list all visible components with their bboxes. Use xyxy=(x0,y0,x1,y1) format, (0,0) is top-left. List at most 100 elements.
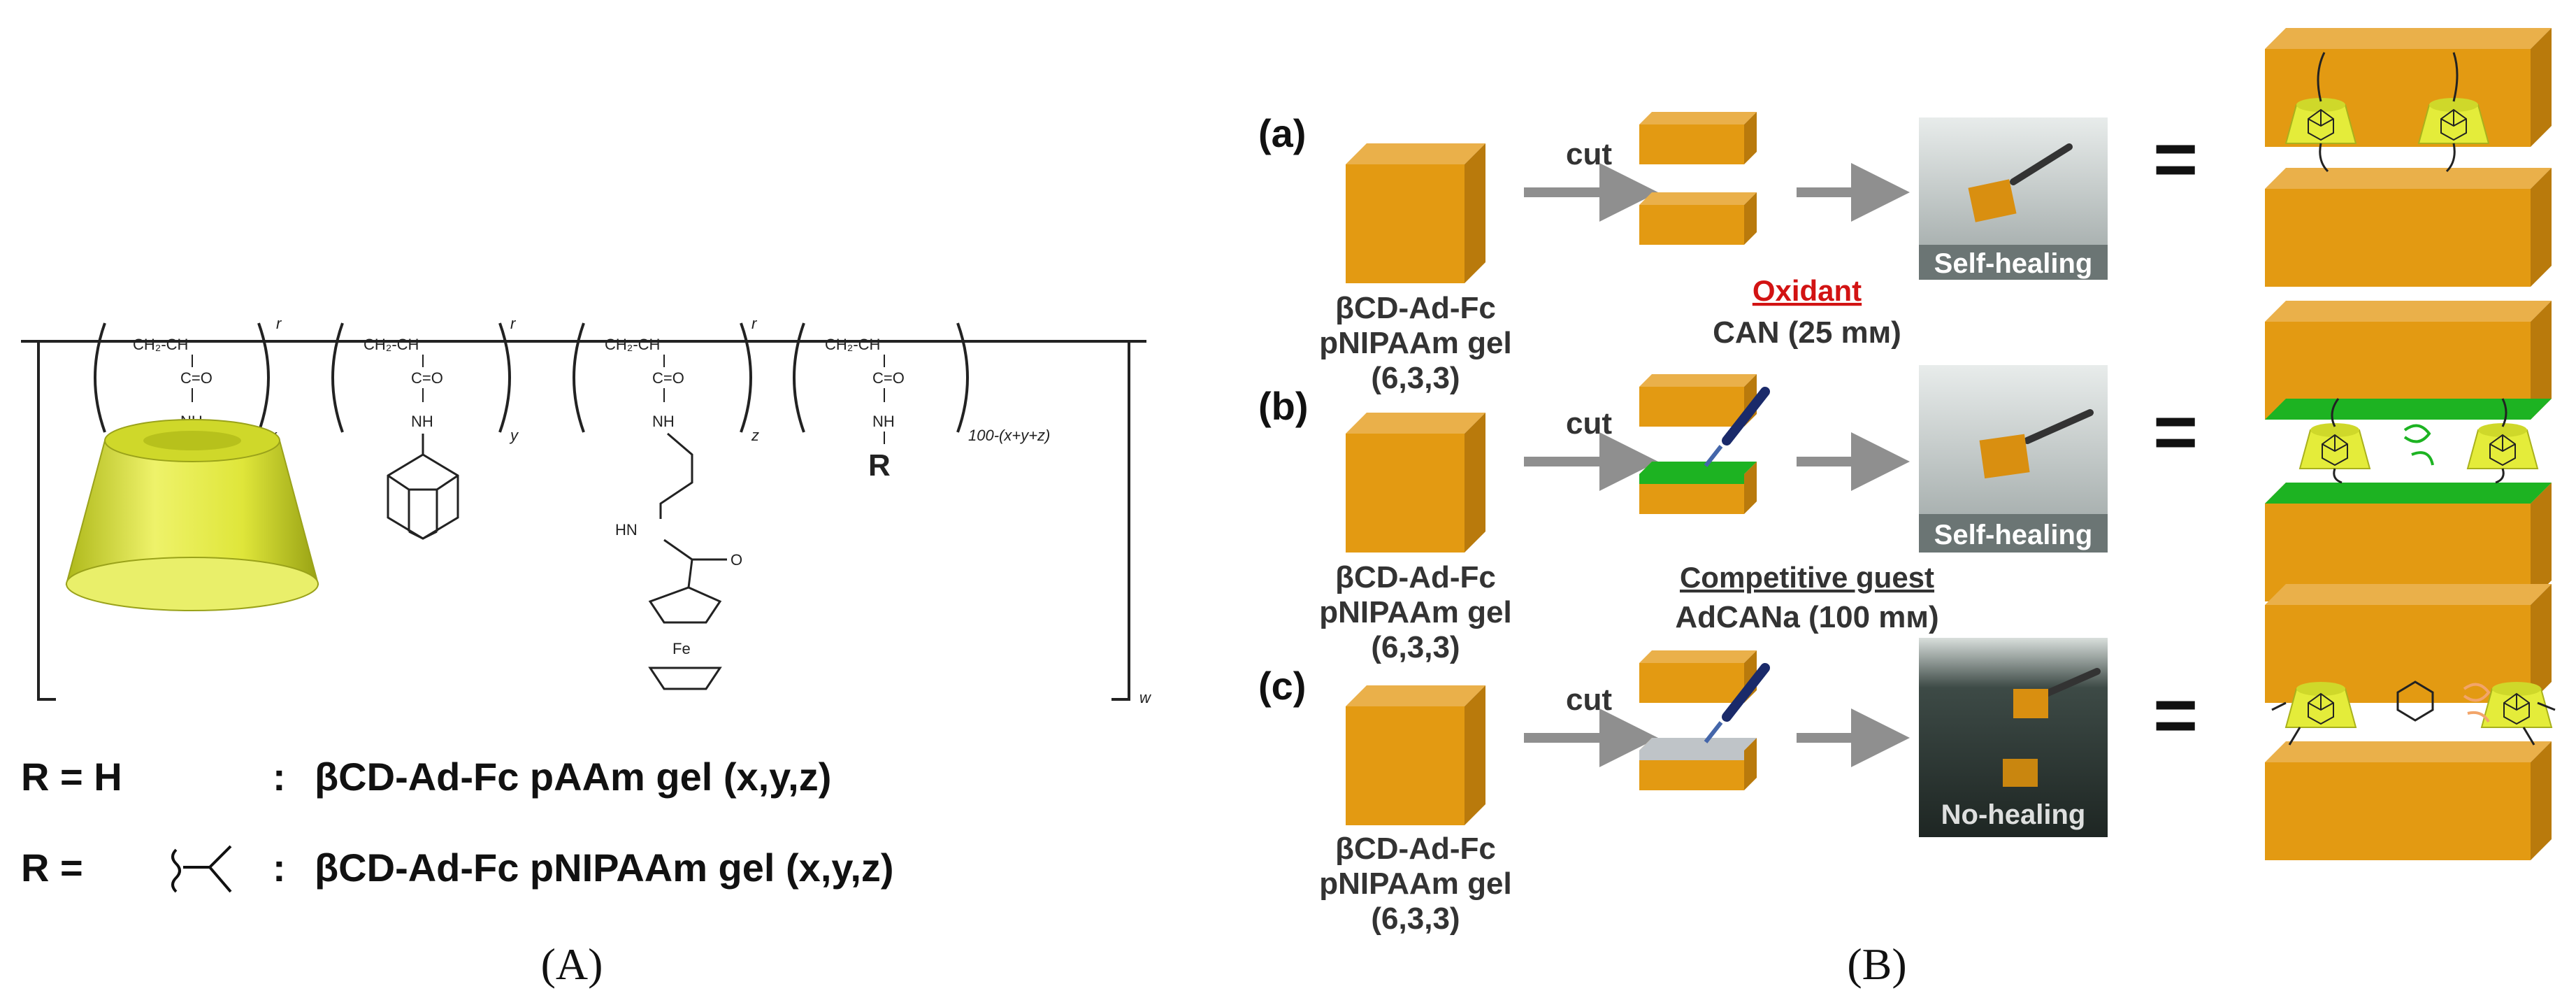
row-c: (c) βCD-Ad-Fc pNIPAAm gel (6,3,3) cut Co… xyxy=(1258,561,2556,936)
reagent-name: CAN (25 mм) xyxy=(1713,315,1901,350)
panel-b: (a) βCD-Ad-Fc pNIPAAm gel (6,3,3) cut Se… xyxy=(1258,28,2556,989)
reagent-title: Competitive guest xyxy=(1680,561,1934,594)
ch2ch-label: CH₂-CH xyxy=(825,336,880,353)
adamantane-structure xyxy=(387,434,459,540)
gel-block xyxy=(1346,685,1485,825)
monomer-r: CH₂-CH C=O NH R 100-(x+y+z) xyxy=(793,322,1050,483)
legend-1-lhs: R = H xyxy=(21,755,122,799)
cut-label: cut xyxy=(1566,406,1612,441)
equals-sign: = xyxy=(2153,116,2198,202)
row-b: (b) βCD-Ad-Fc pNIPAAm gel (6,3,3) cut Ox… xyxy=(1258,274,2552,664)
photo-label: Self-healing xyxy=(1934,520,2093,550)
ch2ch-label: CH₂-CH xyxy=(605,336,660,353)
caption-a: (A) xyxy=(541,939,603,989)
interface-model-b xyxy=(2265,301,2552,601)
photo-label: Self-healing xyxy=(1934,248,2093,279)
tweezers xyxy=(2024,409,2094,444)
gel-name-line3: (6,3,3) xyxy=(1371,901,1460,936)
gel-name-line1: βCD-Ad-Fc xyxy=(1335,560,1496,594)
free-adamantane xyxy=(2396,680,2434,722)
healed-gel xyxy=(1968,179,2017,222)
nh-label: NH xyxy=(652,413,675,430)
nh-label: NH xyxy=(411,413,433,430)
gel-name-line1: βCD-Ad-Fc xyxy=(1335,291,1496,325)
fe-label: Fe xyxy=(672,640,691,657)
co-label: C=O xyxy=(872,369,905,387)
equals-sign: = xyxy=(2153,672,2198,758)
row-a: (a) βCD-Ad-Fc pNIPAAm gel (6,3,3) cut Se… xyxy=(1258,28,2552,395)
equals-sign: = xyxy=(2153,389,2198,475)
interface-model-c xyxy=(2265,584,2556,860)
monomer-ad: CH₂-CH C=O NH y r xyxy=(331,315,519,540)
tweezers xyxy=(2038,668,2101,699)
row-b-label: (b) xyxy=(1258,384,1309,428)
legend-1-rhs: βCD-Ad-Fc pAAm gel (x,y,z) xyxy=(315,755,831,799)
oxidized-ferrocene xyxy=(2403,424,2434,466)
hn-label: HN xyxy=(615,521,638,539)
outer-bracket-right xyxy=(1111,340,1130,701)
paren-right xyxy=(956,322,969,433)
paren-right xyxy=(740,322,752,433)
gel-name-line2: pNIPAAm gel xyxy=(1319,326,1511,360)
gel-block xyxy=(1346,413,1485,553)
reagent-name: AdCANa (100 mм) xyxy=(1675,600,1938,634)
gel-name-line3: (6,3,3) xyxy=(1371,630,1460,664)
gel-piece-2 xyxy=(2003,759,2038,787)
legend-2-rhs: βCD-Ad-Fc pNIPAAm gel (x,y,z) xyxy=(315,846,894,890)
link-r: r xyxy=(276,315,282,332)
cut-piece-bottom xyxy=(1639,192,1757,245)
gel-name-line3: (6,3,3) xyxy=(1371,361,1460,395)
row-a-label: (a) xyxy=(1258,111,1306,155)
nh-label: NH xyxy=(872,413,895,430)
gel-piece-1 xyxy=(2013,689,2048,718)
caption-b: (B) xyxy=(1847,939,1906,989)
gel-name-line2: pNIPAAm gel xyxy=(1319,595,1511,629)
photo-label: No-healing xyxy=(1941,799,2086,830)
legend-1-colon: : xyxy=(273,755,286,799)
healed-gel xyxy=(1979,434,2030,479)
gel-name-line1: βCD-Ad-Fc xyxy=(1335,832,1496,866)
reagent-title: Oxidant xyxy=(1753,274,1862,307)
cut-label: cut xyxy=(1566,683,1612,717)
r-group-label: R xyxy=(868,448,891,483)
cut-piece-bottom-blocked xyxy=(1639,738,1757,790)
cut-piece-bottom-oxidized xyxy=(1639,462,1757,514)
link-r: r xyxy=(510,315,517,332)
gel-name-line2: pNIPAAm gel xyxy=(1319,867,1511,901)
gel-block xyxy=(1346,143,1485,283)
paren-left xyxy=(94,322,106,433)
subscript-last: 100-(x+y+z) xyxy=(968,427,1050,444)
ch2ch-label: CH₂-CH xyxy=(133,336,188,353)
paren-left xyxy=(793,322,805,433)
co-label: C=O xyxy=(180,369,213,387)
carbonyl-o: O xyxy=(731,551,742,569)
cut-piece-top xyxy=(1639,112,1757,164)
legend-2-colon: : xyxy=(273,846,286,890)
subscript-z: z xyxy=(751,427,759,444)
link-r: r xyxy=(751,315,758,332)
paren-right xyxy=(498,322,511,433)
cut-label: cut xyxy=(1566,137,1612,171)
ferrocene-structure xyxy=(648,586,722,690)
co-label: C=O xyxy=(652,369,684,387)
outer-bracket-left xyxy=(37,340,56,701)
subscript-y: y xyxy=(509,427,519,444)
paren-left xyxy=(573,322,585,433)
paren-left xyxy=(331,322,344,433)
subscript-w: w xyxy=(1139,689,1152,706)
monomer-fc: CH₂-CH C=O NH z HN O Fe r xyxy=(573,315,759,690)
co-label: C=O xyxy=(411,369,443,387)
interface-model-a xyxy=(2265,28,2552,287)
free-ferrocene xyxy=(2463,683,2491,723)
paren-right xyxy=(257,322,270,433)
tweezers xyxy=(2010,143,2073,185)
panel-a: w CH₂-CH C=O NH x r CH₂-CH C=O NH y xyxy=(21,315,1152,989)
monomer-cd: CH₂-CH C=O NH x r xyxy=(65,315,319,611)
ch2ch-label: CH₂-CH xyxy=(364,336,419,353)
wavy-bond xyxy=(171,848,181,893)
photo-no-healing xyxy=(1919,638,2108,837)
row-c-label: (c) xyxy=(1258,664,1306,708)
legend-2-lhs: R = xyxy=(21,846,83,890)
r-group-legend: R = H : βCD-Ad-Fc pAAm gel (x,y,z) R = :… xyxy=(21,755,894,893)
